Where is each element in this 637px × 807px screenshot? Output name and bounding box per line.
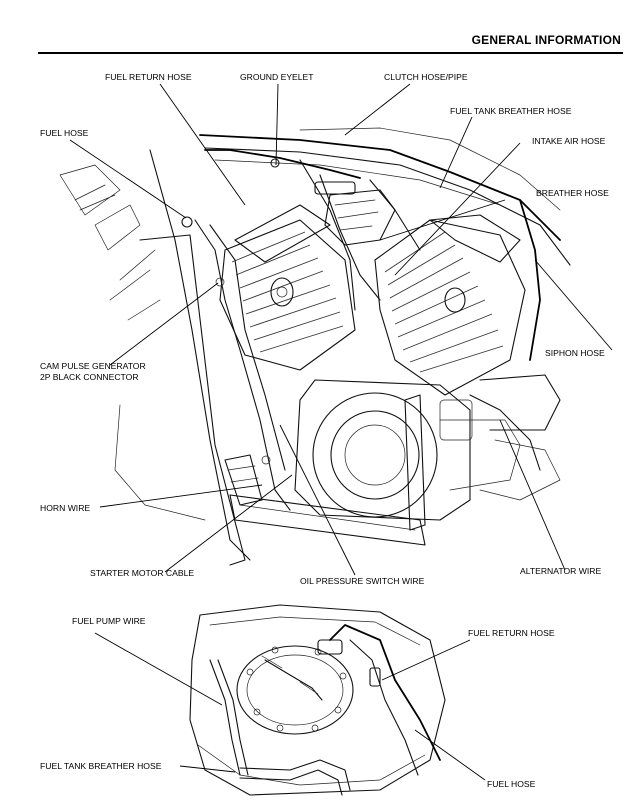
label-fuel-tank-breather-hose: FUEL TANK BREATHER HOSE xyxy=(450,106,572,116)
label-cam-pulse-connector: 2P BLACK CONNECTOR xyxy=(40,372,139,382)
label-tank-fuel-tank-breather-hose: FUEL TANK BREATHER HOSE xyxy=(40,761,162,771)
label-siphon-hose: SIPHON HOSE xyxy=(545,348,605,358)
section-title: GENERAL INFORMATION xyxy=(471,33,621,47)
engine-leader-lines xyxy=(69,83,613,576)
label-breather-hose: BREATHER HOSE xyxy=(536,188,609,198)
fuel-tank-illustration xyxy=(189,604,446,796)
label-clutch-hose-pipe: CLUTCH HOSE/PIPE xyxy=(384,72,468,82)
rear-cylinder xyxy=(374,214,526,396)
label-tank-fuel-hose: FUEL HOSE xyxy=(487,779,536,789)
crankcase xyxy=(294,379,521,521)
page-header: GENERAL INFORMATION xyxy=(38,30,623,54)
label-oil-pressure-switch-wire: OIL PRESSURE SWITCH WIRE xyxy=(300,576,425,586)
label-fuel-pump-wire: FUEL PUMP WIRE xyxy=(72,616,146,626)
label-fuel-return-hose: FUEL RETURN HOSE xyxy=(105,72,192,82)
label-fuel-hose: FUEL HOSE xyxy=(40,128,89,138)
label-horn-wire: HORN WIRE xyxy=(40,503,90,513)
label-alternator-wire: ALTERNATOR WIRE xyxy=(520,566,601,576)
tank-labels: FUEL PUMP WIRE FUEL RETURN HOSE FUEL TAN… xyxy=(40,616,555,789)
label-cam-pulse-generator: CAM PULSE GENERATOR xyxy=(40,361,146,371)
engine-labels: FUEL RETURN HOSE GROUND EYELET CLUTCH HO… xyxy=(40,72,609,586)
label-tank-fuel-return-hose: FUEL RETURN HOSE xyxy=(468,628,555,638)
engine-illustration xyxy=(59,127,571,566)
label-ground-eyelet: GROUND EYELET xyxy=(240,72,314,82)
front-cylinder xyxy=(219,204,356,371)
label-intake-air-hose: INTAKE AIR HOSE xyxy=(532,136,606,146)
tank-leader-lines xyxy=(94,632,486,781)
label-starter-motor-cable: STARTER MOTOR CABLE xyxy=(90,568,194,578)
